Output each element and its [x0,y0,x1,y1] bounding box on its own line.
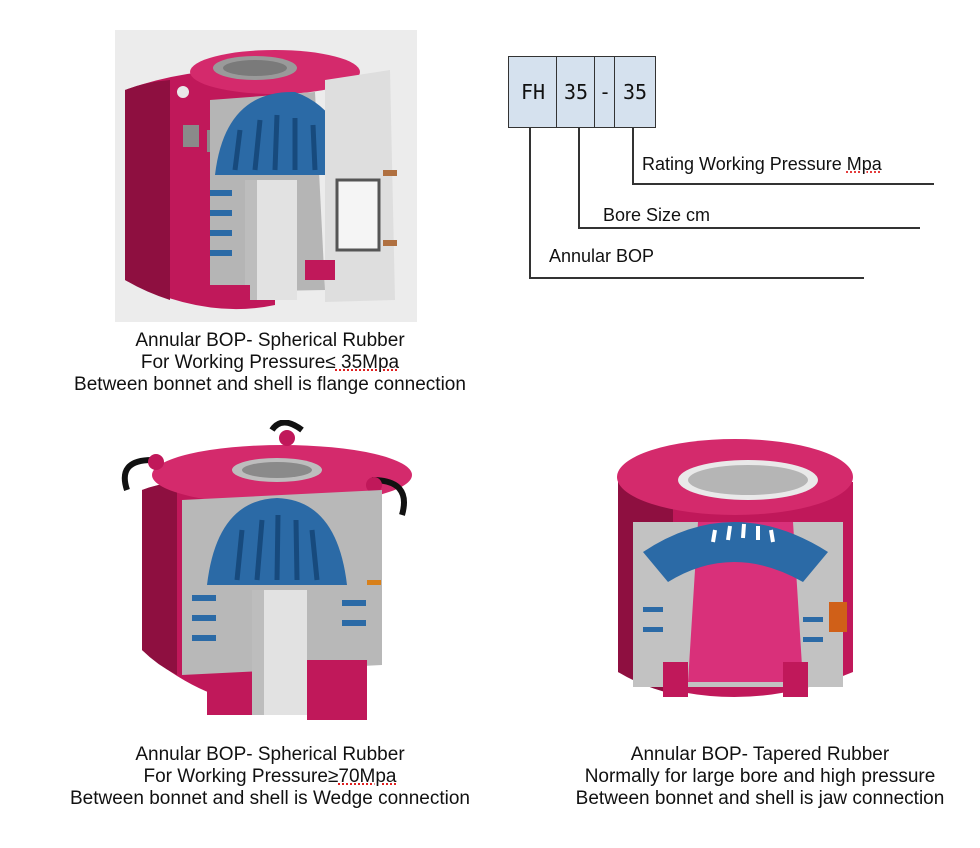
leader-annular-vertical [529,128,531,278]
caption-tapered-jaw: Annular BOP- Tapered Rubber Normally for… [545,744,975,810]
caption-pressure: For Working Pressure≥70Mpa [143,766,397,787]
code-box-bore: 35 [556,56,596,128]
caption-title: Annular BOP- Spherical Rubber [135,330,405,351]
bop-tapered-jaw-illustration [603,422,865,717]
leader-annular-horizontal [529,277,864,279]
legend-rating-pressure: Rating Working Pressure Mpa [642,154,882,174]
caption-pressure: For Working Pressure≤ 35Mpa [140,352,400,373]
leader-rating-vertical [632,128,634,184]
code-box-pressure: 35 [614,56,656,128]
caption-spherical-flange: Annular BOP- Spherical Rubber For Workin… [40,330,500,396]
caption-bore-pressure: Normally for large bore and high pressur… [584,766,936,787]
legend-bore-size: Bore Size cm [603,205,711,225]
caption-connection: Between bonnet and shell is jaw connecti… [575,788,945,809]
bop-spherical-flange-illustration [115,30,417,322]
caption-spherical-wedge: Annular BOP- Spherical Rubber For Workin… [30,744,510,810]
legend-annular-bop: Annular BOP [549,246,655,266]
caption-connection: Between bonnet and shell is flange conne… [74,374,466,395]
leader-rating-horizontal [632,183,934,185]
code-box-dash: - [594,56,616,128]
caption-connection: Between bonnet and shell is Wedge connec… [70,788,470,809]
caption-title: Annular BOP- Spherical Rubber [135,744,405,765]
leader-bore-vertical [578,128,580,228]
bop-spherical-wedge-illustration [112,419,422,720]
code-box-fh: FH [508,56,558,128]
leader-bore-horizontal [578,227,920,229]
caption-title: Annular BOP- Tapered Rubber [630,744,890,765]
